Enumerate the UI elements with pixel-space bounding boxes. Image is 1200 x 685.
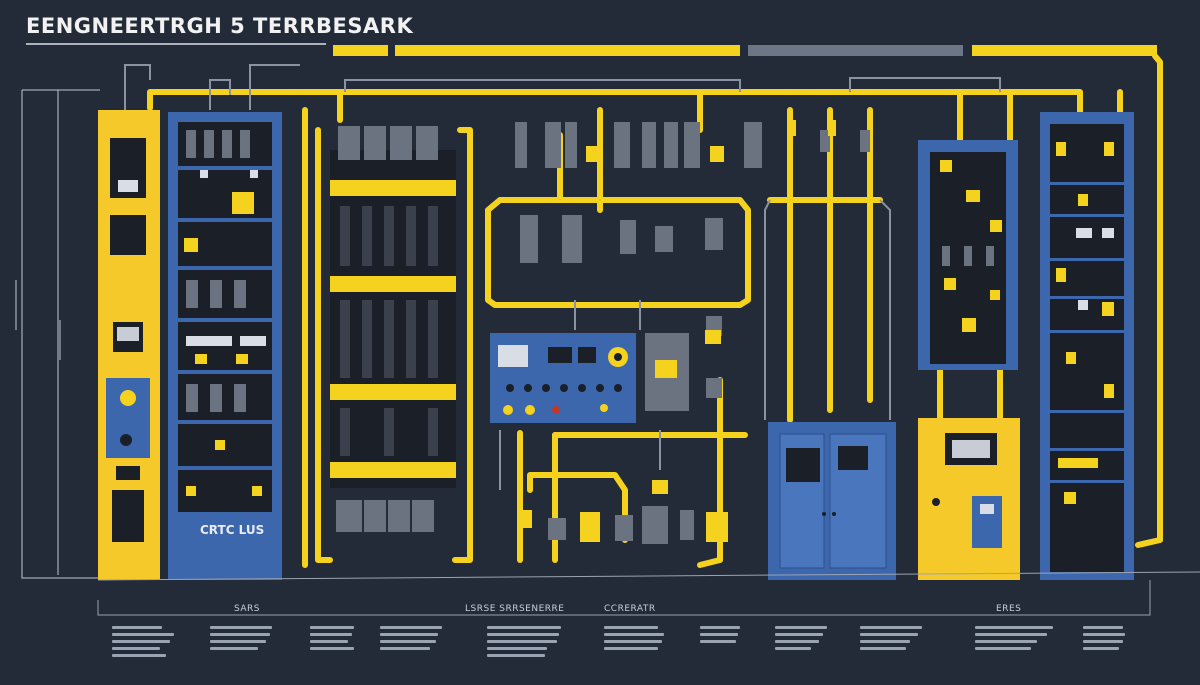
- footer-label-3: CCRERATR: [604, 604, 656, 614]
- top-bars: [26, 43, 1157, 56]
- right-blue-enclosure: [768, 422, 896, 580]
- lower-actuators: [518, 480, 728, 544]
- cabinet-label: CRTC LUS: [200, 523, 265, 537]
- hanging-valves: [515, 120, 870, 398]
- left-blue-cabinet: [168, 112, 282, 580]
- central-control-panel: [490, 333, 689, 423]
- wiring: [124, 64, 1001, 490]
- left-yellow-tower: [98, 110, 160, 580]
- dimension-lines: [15, 89, 100, 579]
- cabinet-shelves: [178, 166, 272, 470]
- footer-label-1: SARS: [234, 604, 261, 614]
- right-yellow-cabinet: [918, 418, 1020, 580]
- footer-label-4: ERES: [996, 604, 1022, 614]
- central-breaker-rack: [330, 126, 456, 532]
- diagram-title: EENGNEERTRGH 5 TERRBESARK: [26, 14, 414, 38]
- pipe-network: [147, 53, 1163, 568]
- right-upper-panel: [918, 140, 1018, 370]
- far-right-blue-tower: [1040, 112, 1134, 580]
- footer-rails: [97, 571, 1200, 616]
- footer-label-2: LSRSE SRRSENERRE: [465, 604, 565, 614]
